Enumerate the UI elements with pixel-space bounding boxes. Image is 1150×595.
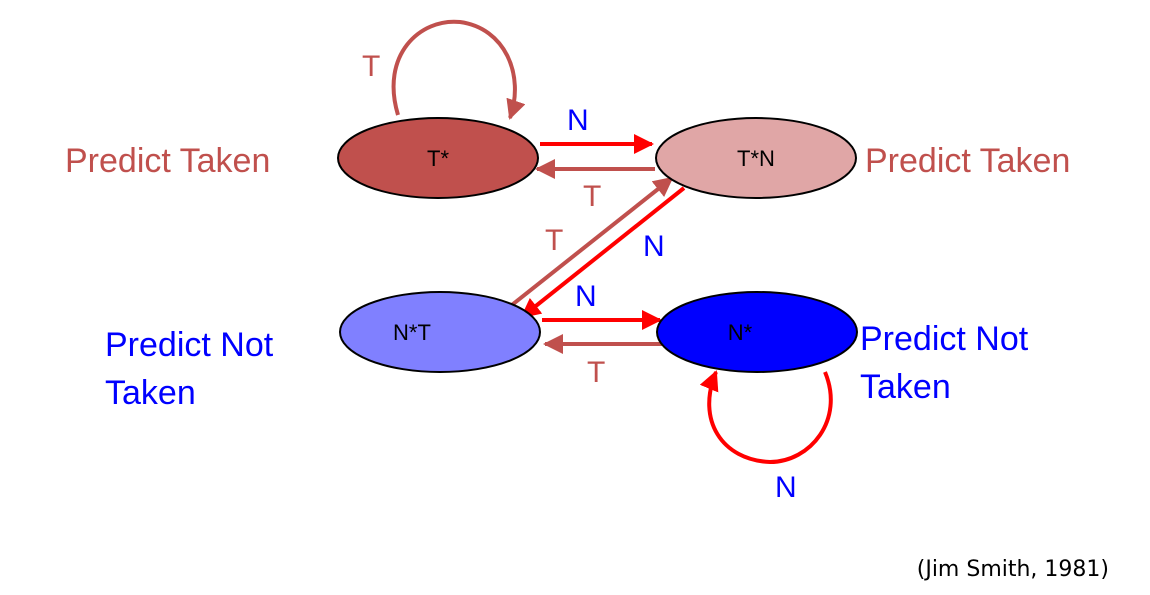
state-label-t-star: T*	[427, 146, 449, 171]
state-label-n-star: N*	[728, 320, 753, 345]
edge-label-t-star-self: T	[362, 50, 380, 83]
predict-not-taken-left-label-line2: Taken	[105, 374, 196, 412]
edge-label-t-star-n-to-t-star: T	[583, 180, 601, 213]
edge-label-t-star-to-t-star-n: N	[567, 104, 589, 137]
state-n-star: N*	[656, 291, 858, 373]
predict-taken-right-label: Predict Taken	[865, 142, 1070, 180]
edge-label-n-star-t-to-n-star: N	[575, 280, 597, 313]
state-label-t-star-n: T*N	[737, 146, 775, 171]
predict-taken-left-label: Predict Taken	[65, 142, 270, 180]
self-loop-n-star	[699, 370, 833, 465]
predict-not-taken-right-label-line1: Predict Not	[860, 320, 1029, 358]
state-t-star-n: T*N	[655, 117, 857, 199]
edge-label-n-star-t-to-t-star-n: T	[545, 224, 563, 257]
state-t-star: T*	[337, 117, 539, 199]
self-loop-t-star	[391, 19, 526, 120]
edge-label-n-star-self: N	[775, 471, 797, 504]
state-label-n-star-t: N*T	[393, 320, 431, 345]
state-n-star-t: N*T	[339, 291, 541, 373]
predict-not-taken-left-label-line1: Predict Not	[105, 326, 274, 364]
predict-not-taken-right-label-line2: Taken	[860, 368, 951, 406]
citation: (Jim Smith, 1981)	[917, 557, 1109, 582]
edge-label-n-star-to-n-star-t: T	[587, 356, 605, 389]
arrow-t-star-n-to-n-star-t	[520, 186, 686, 319]
arrow-n-star-t-to-t-star-n	[506, 176, 674, 310]
edge-label-t-star-n-to-n-star-t: N	[643, 230, 665, 263]
